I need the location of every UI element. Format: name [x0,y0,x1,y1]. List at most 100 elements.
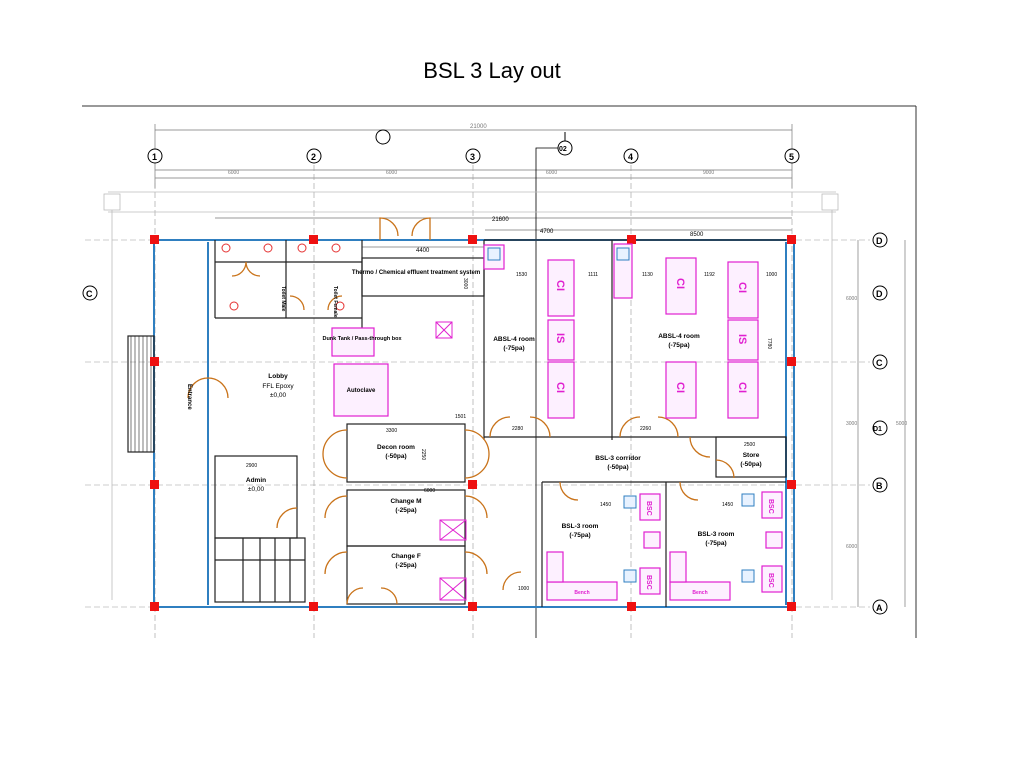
dim-3000: 3000 [462,278,468,289]
ci-label-6: CI [736,382,748,393]
bench-2 [669,581,731,601]
site-boundary [103,191,839,600]
ci-label-1: CI [554,280,566,291]
toilet-female-label: Toilet Female [332,286,338,318]
sheet-frame [82,105,917,638]
bsc-label-2: BSC [645,575,652,590]
doors [187,217,735,605]
bsc-3 [761,491,783,519]
change-f-pressure: (-25pa) [395,562,416,569]
bsc-4 [761,565,783,593]
store-label: Store [743,452,760,459]
dim-4400: 4400 [416,248,430,254]
thermo-label: Thermo / Chemical effluent treatment sys… [352,270,480,276]
dunk-tank-unit [331,327,375,357]
dim-2250: 2250 [420,449,426,460]
absl4-left-pressure: (-75pa) [503,345,524,352]
bsl3-left-pressure: (-75pa) [569,532,590,539]
dim-7780: 7780 [766,338,772,349]
dim-absl-a: 4700 [540,229,554,235]
bsc-label-3: BSC [767,499,774,514]
dim-1000: 1000 [766,272,777,278]
decon-label: Decon room [377,444,415,451]
grid-row-6: A [876,603,883,613]
is-label-1: IS [554,333,566,343]
absl4-left-label: ABSL-4 room [493,336,535,343]
dim-right-6000: 6000 [846,296,857,302]
dim-2900: 2900 [246,463,257,469]
ci-4 [727,261,759,319]
dim-1501: 1501 [455,414,466,420]
is-label-2: IS [736,334,748,344]
autoclave-label: Autoclave [347,388,376,394]
entrance-label: Entrance [186,384,192,410]
change-m-pressure: (-25pa) [395,507,416,514]
dim-bay-4: 9000 [703,170,714,176]
corridor-label: BSL-3 corridor [595,455,641,462]
bsl3-left-label: BSL-3 room [562,523,599,530]
top-dimensions [154,124,793,248]
dim-2280: 2280 [512,426,523,432]
bsc-2 [639,567,661,595]
grid-row-2: D [876,289,883,299]
admin-label: Admin [246,477,266,484]
grid-col-2: 2 [311,152,316,162]
ci-2 [547,361,575,419]
grid-col-1: 1 [152,152,157,162]
corridor-pressure: (-50pa) [607,464,628,471]
dim-2260: 2260 [640,426,651,432]
ci-5 [665,361,697,419]
dim-1450b: 1450 [722,502,733,508]
grid-col-5: 5 [789,152,794,162]
grid-row-1: D [876,236,883,246]
toilet-male-label: Toilet Male [280,286,286,312]
bench-1 [546,581,618,601]
grid-col-3: 3 [470,152,475,162]
grid-row-5: B [876,481,883,491]
dim-bay-3: 6000 [546,170,557,176]
pass-boxes [435,321,467,601]
autoclave-unit [333,363,389,417]
bsl3-right-label: BSL-3 room [698,531,735,538]
lobby-level-label: ±0,00 [270,392,287,399]
dim-overall: 21000 [470,124,487,130]
change-f-label: Change F [391,553,421,560]
small-box-1 [643,531,661,549]
dim-1000b: 1000 [518,586,529,592]
dunk-tank-label: Dunk Tank / Pass-through box [322,336,402,342]
dim-right-6000b: 6000 [846,544,857,550]
is-2 [727,319,759,361]
toilet-fixtures [221,243,345,311]
grid-bubbles-right [82,232,888,615]
bench-right [669,551,687,583]
slide-title: BSL 3 Lay out [423,58,561,83]
bench-left [546,551,564,583]
change-m-label: Change M [390,498,421,505]
dim-1530: 1530 [516,272,527,278]
ci-label-2: CI [554,382,566,393]
ci-1 [547,259,575,317]
grid-col-02: 02 [559,146,567,153]
dim-bay-1: 6000 [228,170,239,176]
ci-6 [727,361,759,419]
is-1 [547,319,575,361]
dim-1130: 1130 [642,272,653,278]
exterior-walls [153,239,795,608]
dim-right-5000: 5000 [896,421,907,427]
bsl3-right-pressure: (-75pa) [705,540,726,547]
grid-row-4: D1 [873,426,882,433]
dim-right-3000: 3000 [846,421,857,427]
dim-absl-b: 8500 [690,232,704,238]
dim-bay-2: 6000 [386,170,397,176]
bsc-label-4: BSC [767,573,774,588]
ramp-steps [130,336,152,452]
fixtures [487,247,755,583]
ci-label-4: CI [736,282,748,293]
ci-label-5: CI [674,382,686,393]
dim-2500: 2500 [744,442,755,448]
dim-6000: 6000 [424,488,435,494]
dim-1111: 1111 [588,272,598,278]
absl4-right-pressure: (-75pa) [668,342,689,349]
lobby-floor-label: FFL Epoxy [262,383,294,390]
